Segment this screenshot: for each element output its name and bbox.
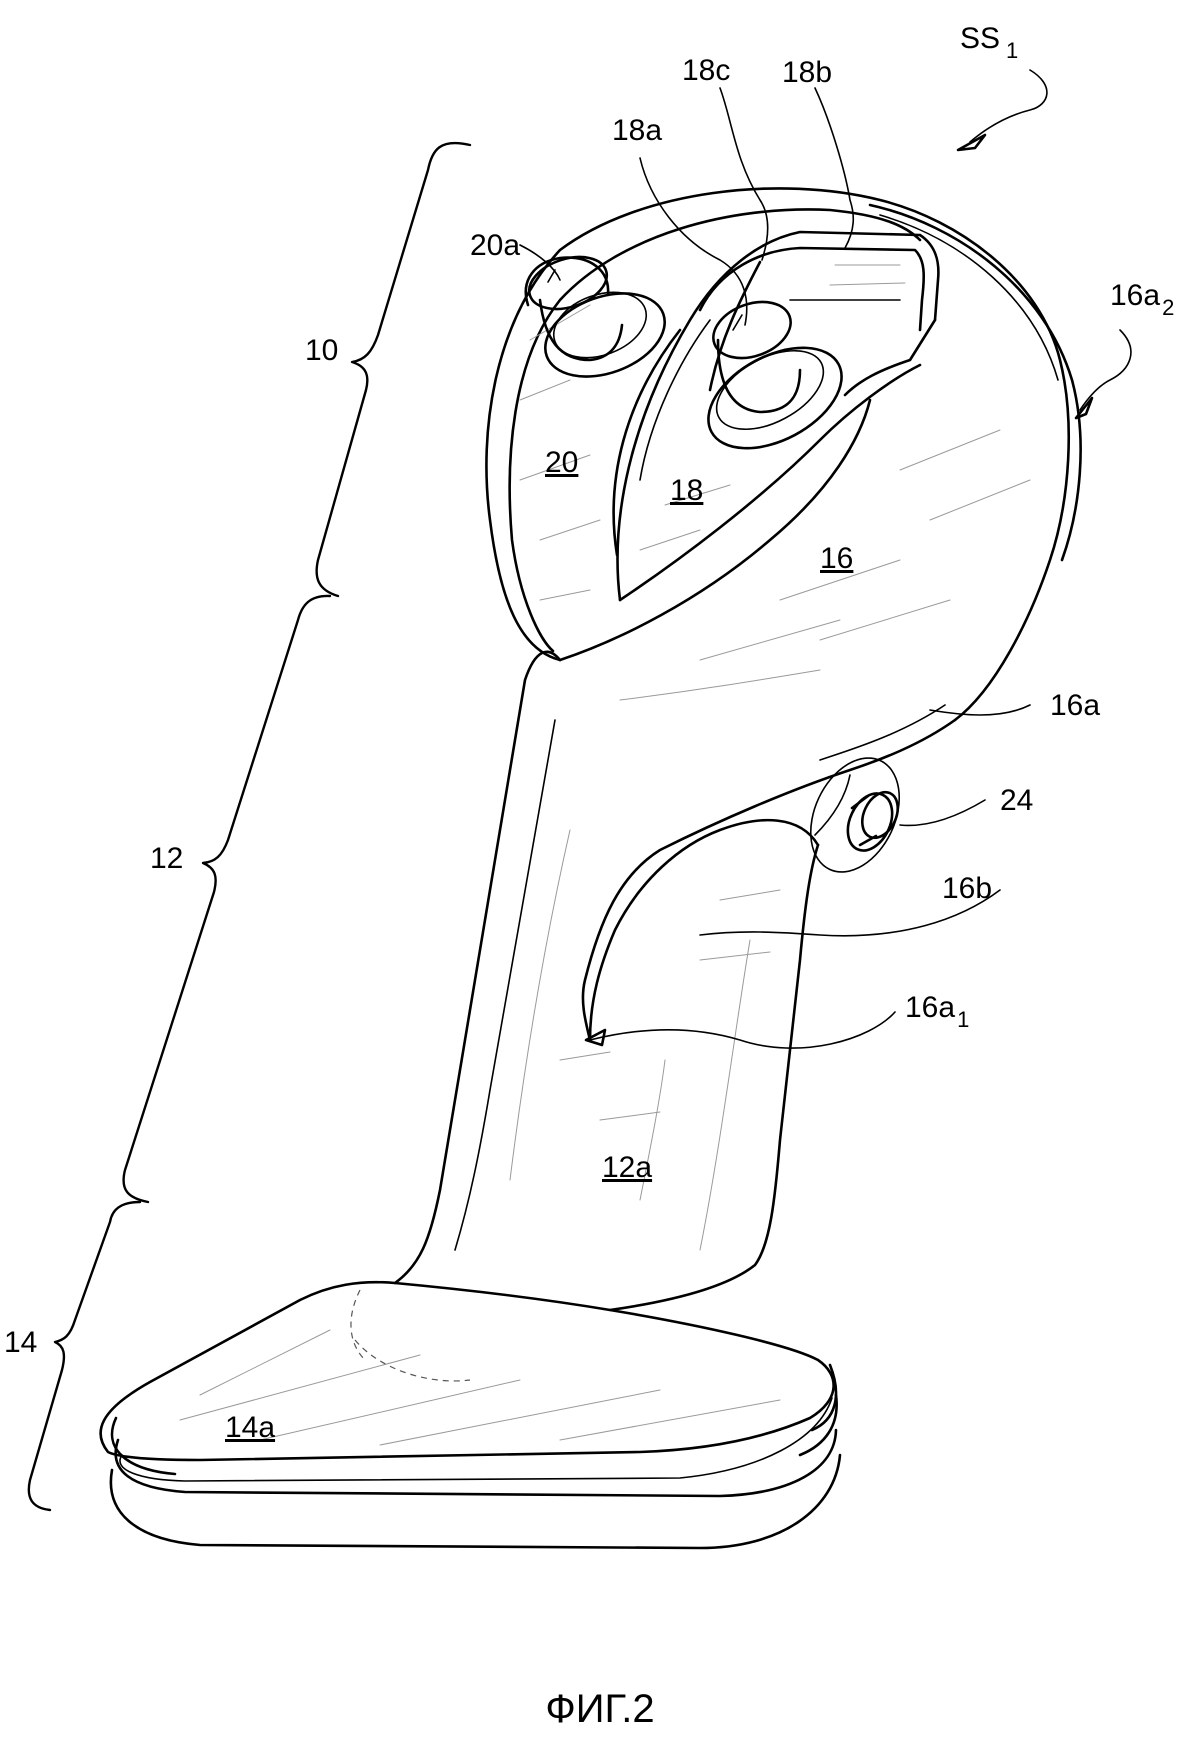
- label-20: 20: [545, 446, 578, 479]
- leaders: [519, 69, 1132, 1049]
- label-24: 24: [1000, 784, 1033, 817]
- label-10: 10: [305, 334, 338, 367]
- label-16a2: 16a2: [1110, 279, 1174, 320]
- bracket-14: [27, 1200, 142, 1512]
- left-panel: [519, 304, 601, 601]
- label-16: 16: [820, 542, 853, 575]
- label-16a: 16a: [1050, 689, 1100, 722]
- figure-caption: ФИГ.2: [545, 1687, 654, 1731]
- button-24: [809, 757, 901, 873]
- label-14: 14: [4, 1326, 37, 1359]
- bracket-10: [315, 141, 472, 598]
- label-12a: 12a: [602, 1151, 652, 1184]
- label-18a: 18a: [612, 114, 662, 147]
- label-12: 12: [150, 842, 183, 875]
- button-20a: [524, 255, 666, 378]
- bracket-12: [122, 594, 332, 1204]
- grip-stem: [393, 650, 820, 1312]
- button-18a: [707, 300, 843, 450]
- brackets: [27, 141, 472, 1512]
- thumb-panel: [612, 230, 940, 602]
- label-18c: 18c: [682, 54, 730, 87]
- label-14a: 14a: [225, 1411, 275, 1444]
- label-16b: 16b: [942, 872, 992, 905]
- grip-head: [485, 187, 1082, 1042]
- label-20a: 20a: [470, 229, 520, 262]
- label-16a1: 16a1: [905, 991, 969, 1032]
- label-18b: 18b: [782, 56, 832, 89]
- base-plate: [99, 1280, 842, 1550]
- label-18: 18: [670, 474, 703, 507]
